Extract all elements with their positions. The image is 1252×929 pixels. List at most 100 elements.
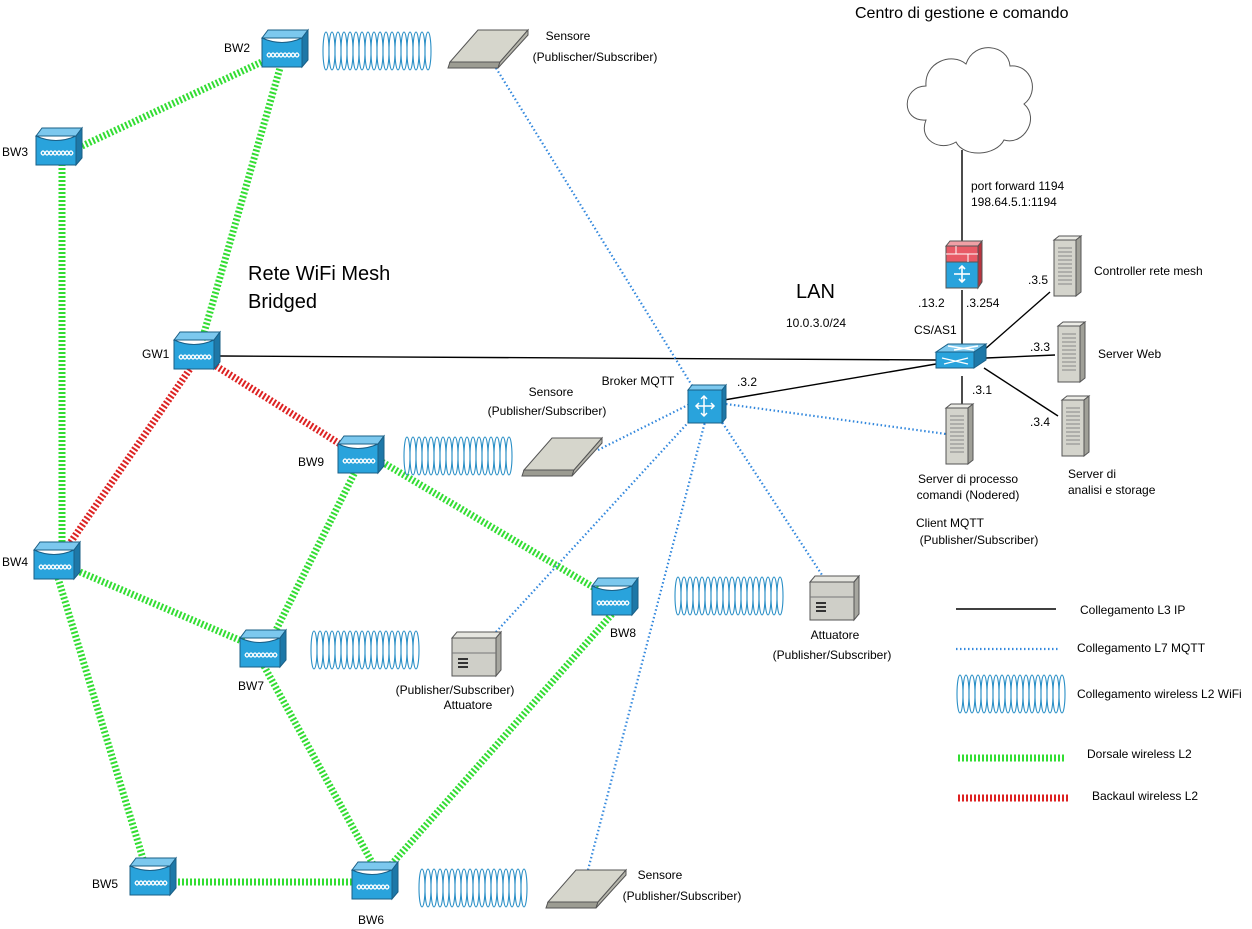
backbone-links <box>54 56 615 886</box>
backaul-gw1-bw4 <box>65 364 195 548</box>
sensor-mid-icon <box>521 437 603 477</box>
firewall-ip-right: .3.254 <box>966 296 1000 310</box>
legend-l3-label: Collegamento L3 IP <box>1080 603 1185 617</box>
server-process-icon <box>945 403 974 465</box>
internet-cloud-icon <box>906 47 1033 154</box>
switch-icon <box>934 343 988 369</box>
actuator-right-icon <box>809 575 860 621</box>
sensor-bottom-icon <box>545 869 627 909</box>
actuator-right-role: (Publisher/Subscriber) <box>773 648 892 662</box>
node-label-gw1: GW1 <box>142 347 170 361</box>
mqtt-actuator-right <box>717 415 825 579</box>
node-label-bw2: BW2 <box>224 41 250 55</box>
server-controller-icon <box>1053 235 1082 297</box>
web-ip: .3.3 <box>1030 340 1050 354</box>
link-broker-switch <box>723 363 937 401</box>
node-label-bw4: BW4 <box>2 555 28 569</box>
legend-swatches <box>956 608 1070 802</box>
controller-label: Controller rete mesh <box>1094 264 1203 278</box>
firewall-icon <box>944 239 984 290</box>
mqtt-sensor-bottom <box>586 417 708 871</box>
bw3-icon <box>35 127 83 166</box>
bw4-icon <box>33 541 81 580</box>
actuator-right-label: Attuatore <box>811 628 860 642</box>
link-switch-analysis <box>983 367 1059 417</box>
web-label: Server Web <box>1098 347 1161 361</box>
mqtt-actuator-left <box>495 413 697 633</box>
node-label-bw8: BW8 <box>610 626 636 640</box>
dorsale-bw3-bw2 <box>80 56 268 150</box>
dorsale-bw4-bw5 <box>54 576 148 864</box>
sensor-top-label: Sensore <box>546 29 591 43</box>
switch-name: CS/AS1 <box>914 323 957 337</box>
lan-subnet: 10.0.3.0/24 <box>786 316 846 330</box>
legend-wifi-label: Collegamento wireless L2 WiFi <box>1077 687 1242 701</box>
dorsale-bw9-bw7 <box>268 468 360 640</box>
bw8-icon <box>591 577 639 616</box>
bw7-icon <box>239 629 287 668</box>
gw1-icon <box>173 331 221 370</box>
process-client-line1: Client MQTT <box>916 516 985 530</box>
sensor-mid-role: (Publisher/Subscriber) <box>488 404 607 418</box>
analysis-ip: .3.4 <box>1030 415 1050 429</box>
backhaul-links <box>65 363 342 548</box>
node-label-bw3: BW3 <box>2 145 28 159</box>
firewall-ip-left: .13.2 <box>918 296 945 310</box>
actuator-left-role: (Publisher/Subscriber) <box>396 683 515 697</box>
sensor-bottom-role: (Publisher/Subscriber) <box>623 889 742 903</box>
bw2-icon <box>261 29 309 68</box>
process-label-line1: Server di processo <box>918 472 1018 486</box>
bw9-icon <box>337 435 385 474</box>
wifi-coil-bw9 <box>403 436 513 476</box>
mqtt-sensor-mid <box>597 403 691 451</box>
wifi-coil-legend <box>956 674 1066 714</box>
backaul-gw1-bw9 <box>214 363 342 447</box>
legend-dorsale-label: Dorsale wireless L2 <box>1087 747 1192 761</box>
controller-ip: .3.5 <box>1028 273 1048 287</box>
legend-backaul-label: Backaul wireless L2 <box>1092 789 1198 803</box>
analysis-label-line2: analisi e storage <box>1068 483 1156 497</box>
lan-label: LAN <box>796 281 835 303</box>
sensor-bottom-label: Sensore <box>638 868 683 882</box>
wifi-links <box>310 31 1066 908</box>
l3-links <box>219 150 1059 417</box>
wifi-coil-bw7 <box>310 630 420 670</box>
server-web-icon <box>1057 321 1086 383</box>
bw5-icon <box>129 857 177 896</box>
sensor-top-icon <box>447 29 529 69</box>
server-analysis-icon <box>1061 395 1090 457</box>
dorsale-bw7-bw6 <box>260 664 378 868</box>
mesh-title-line2: Bridged <box>248 291 317 313</box>
broker-ip: .3.2 <box>737 375 757 389</box>
sensor-top-role: (Publischer/Subscriber) <box>533 50 658 64</box>
link-gw1-switch <box>219 355 937 361</box>
dorsale-bw9-bw8 <box>380 458 600 594</box>
actuator-left-label: Attuatore <box>444 698 493 712</box>
process-label-line2: comandi (Nodered) <box>917 488 1020 502</box>
node-label-bw9: BW9 <box>298 455 324 469</box>
process-ip: .3.1 <box>972 383 992 397</box>
mqtt-process <box>725 402 947 436</box>
dorsale-gw1-bw2 <box>198 67 284 341</box>
link-switch-controller <box>983 291 1051 351</box>
analysis-label-line1: Server di <box>1068 467 1116 481</box>
node-label-bw5: BW5 <box>92 877 118 891</box>
wifi-coil-bw2 <box>322 31 432 71</box>
broker-label: Broker MQTT <box>602 374 675 388</box>
wifi-coil-bw6 <box>418 868 528 908</box>
legend-l7-label: Collegamento L7 MQTT <box>1077 641 1206 655</box>
mqtt-sensor-top <box>495 67 697 393</box>
link-switch-web <box>985 354 1056 359</box>
dorsale-bw4-bw7 <box>78 568 246 646</box>
node-label-bw7: BW7 <box>238 679 264 693</box>
node-label-bw6: BW6 <box>358 913 384 927</box>
sensor-mid-label: Sensore <box>529 385 574 399</box>
process-client-line2: (Publisher/Subscriber) <box>920 533 1039 547</box>
mqtt-links <box>495 67 947 871</box>
diagram-title: Centro di gestione e comando <box>855 5 1069 22</box>
mesh-title-line1: Rete WiFi Mesh <box>248 263 390 285</box>
actuator-left-icon <box>451 631 502 677</box>
wifi-coil-bw8 <box>674 576 784 616</box>
port-forward-label: port forward 1194 <box>971 179 1064 193</box>
